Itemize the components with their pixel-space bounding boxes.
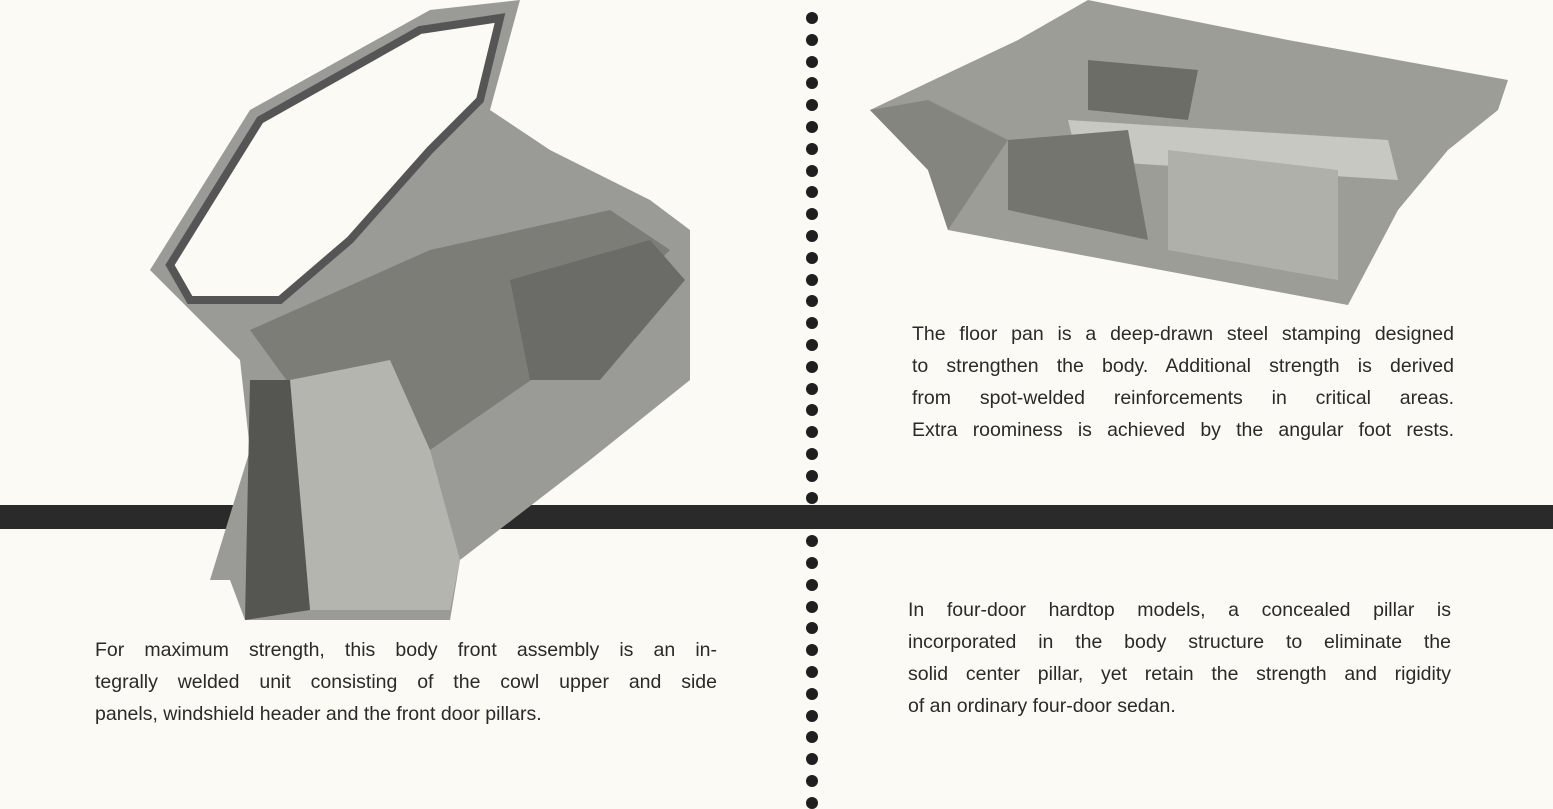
divider-dot [806, 382, 818, 395]
divider-dot [806, 142, 818, 155]
divider-dot [806, 99, 818, 112]
caption-line: tegrally welded unit consisting of the c… [95, 671, 717, 693]
caption-line: solid center pillar, yet retain the stre… [908, 663, 1451, 685]
divider-dot [806, 295, 818, 308]
divider-dot [806, 687, 818, 700]
divider-dot [806, 491, 818, 504]
body-front-caption: For maximum strength, this body front as… [95, 634, 717, 730]
divider-dot [806, 600, 818, 613]
divider-dot [806, 77, 818, 90]
divider-dot [806, 666, 818, 678]
divider-dot [806, 121, 818, 133]
caption-line: For maximum strength, this body front as… [95, 639, 717, 661]
hardtop-caption: In four-door hardtop models, a concealed… [908, 594, 1451, 722]
divider-dot [806, 448, 818, 460]
divider-dot [806, 251, 818, 264]
divider-dot [806, 731, 818, 744]
divider-dot [806, 208, 818, 221]
divider-dot [806, 578, 818, 591]
divider-dot [806, 339, 818, 351]
divider-dot [806, 644, 818, 657]
floor-pan-caption: The floor pan is a deep-drawn steel stam… [912, 318, 1454, 446]
divider-dot [806, 469, 818, 482]
divider-dot [806, 230, 818, 242]
caption-line: to strengthen the body. Additional stren… [912, 355, 1454, 377]
caption-line: In four-door hardtop models, a concealed… [908, 599, 1451, 621]
divider-dot [806, 317, 818, 330]
floor-pan-photo [870, 0, 1508, 305]
divider-dot [806, 164, 818, 177]
divider-dot [806, 12, 818, 24]
divider-dot [806, 709, 818, 722]
divider-dot [806, 186, 818, 199]
caption-line: Extra roominess is achieved by the angul… [912, 419, 1454, 441]
caption-line: of an ordinary four-door sedan. [908, 695, 1176, 717]
divider-dot [806, 535, 818, 548]
divider-dot [806, 796, 818, 809]
dotted-vertical-divider [806, 12, 820, 809]
divider-dot [806, 273, 818, 286]
divider-dot [806, 426, 818, 439]
divider-dot [806, 753, 818, 766]
divider-dot [806, 33, 818, 46]
caption-line: The floor pan is a deep-drawn steel stam… [912, 323, 1454, 345]
divider-dot [806, 404, 818, 417]
divider-dot [806, 360, 818, 373]
divider-dot [806, 557, 818, 569]
caption-line: from spot-welded reinforcements in criti… [912, 387, 1454, 409]
caption-line: incorporated in the body structure to el… [908, 631, 1451, 653]
divider-dot [806, 55, 818, 68]
divider-dot [806, 622, 818, 635]
body-front-assembly-photo [150, 0, 690, 620]
divider-dot [806, 775, 818, 787]
caption-line: panels, windshield header and the front … [95, 703, 542, 725]
